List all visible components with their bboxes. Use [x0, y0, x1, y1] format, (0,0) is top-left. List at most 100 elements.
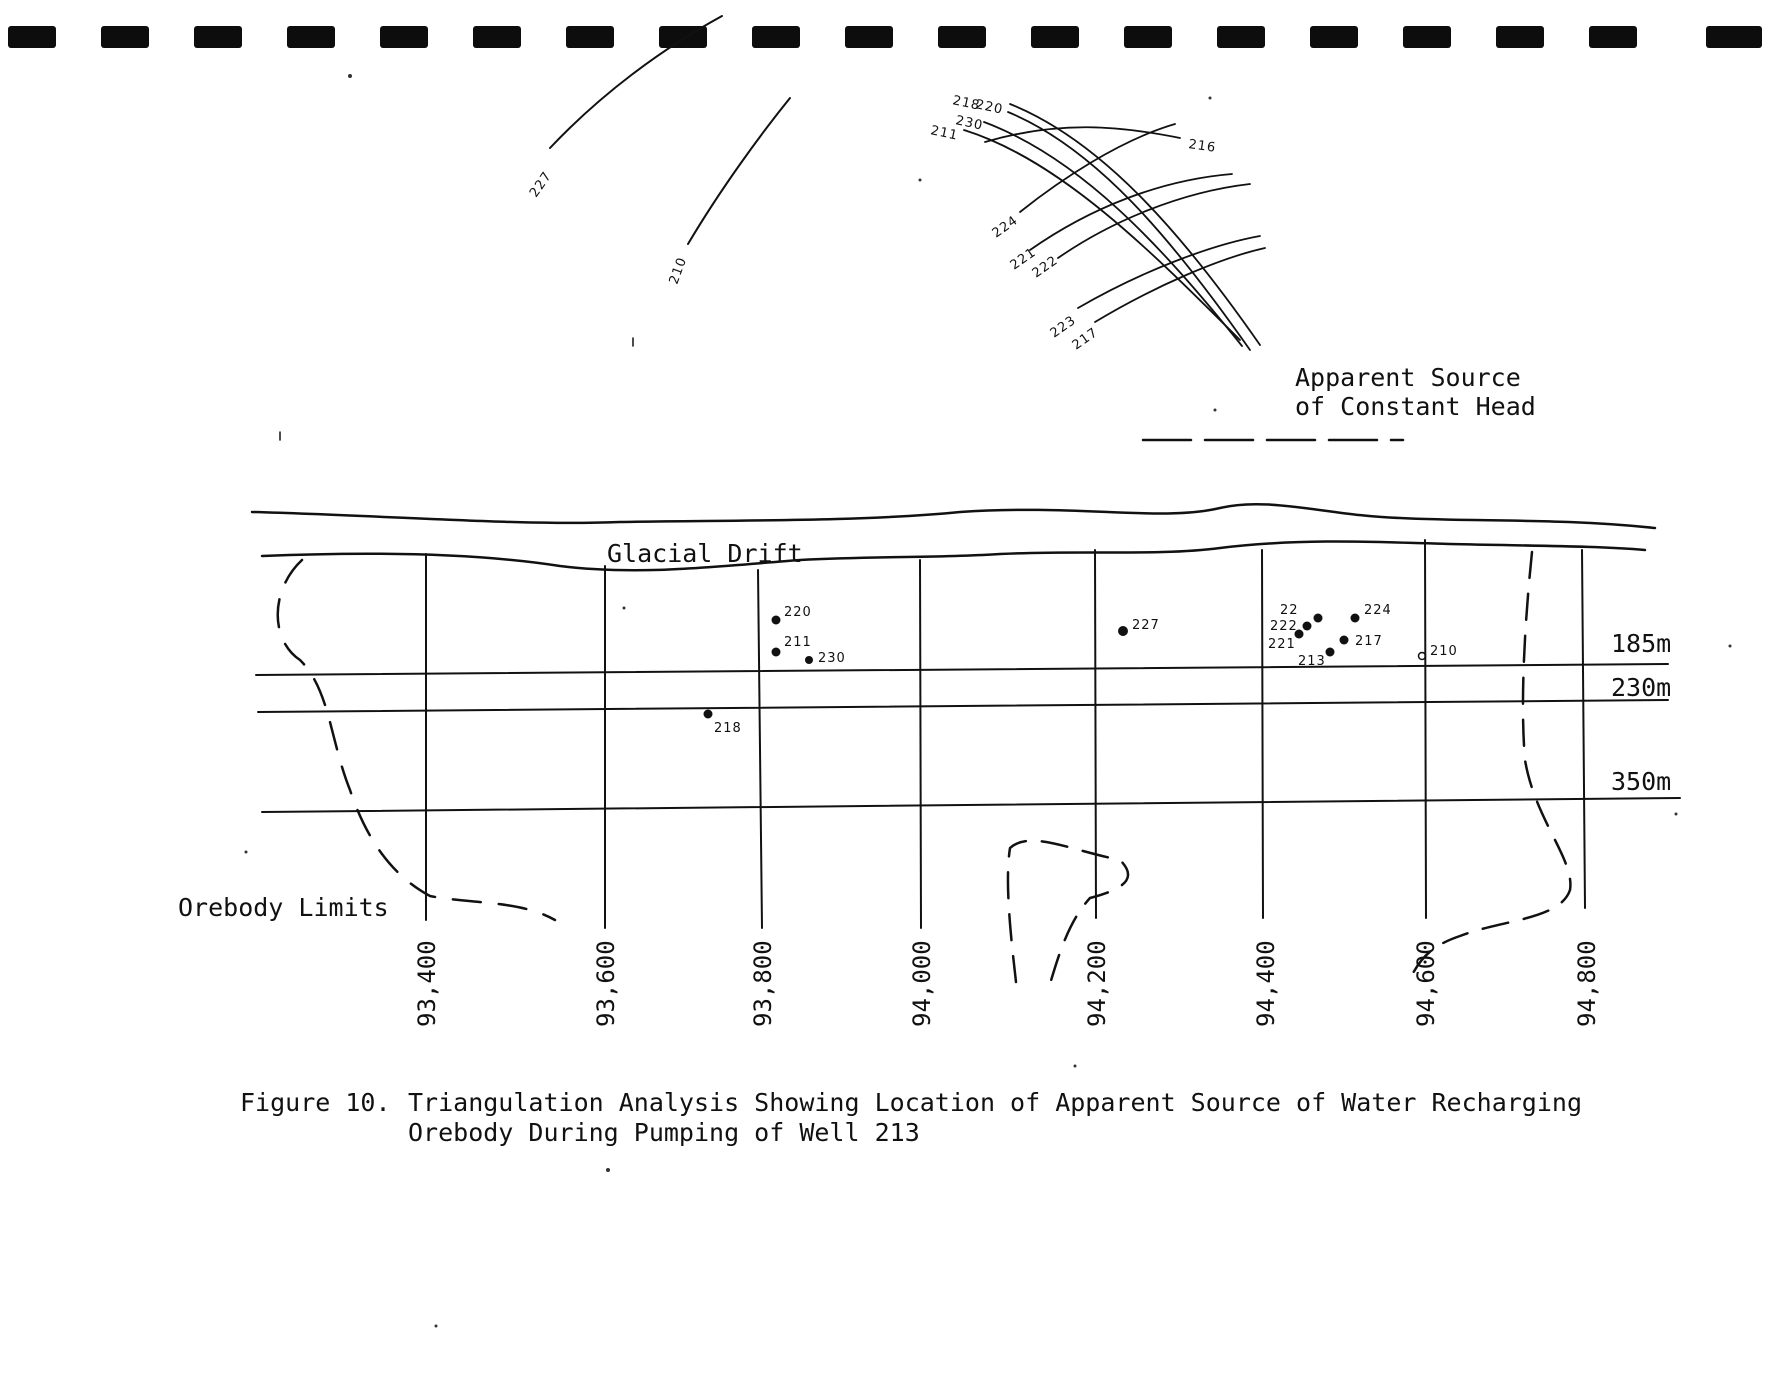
well-label-213: 213 — [1298, 654, 1326, 669]
arc-217 — [1094, 247, 1266, 323]
well-point-22 — [1313, 613, 1323, 623]
orebody-limit-west — [276, 558, 557, 922]
well-label-224: 224 — [1364, 603, 1392, 618]
ground-profile: Glacial Drift — [250, 502, 1657, 572]
arc-224 — [1019, 123, 1176, 213]
well-point-217 — [1339, 635, 1349, 645]
well-point-227 — [1118, 626, 1128, 636]
speck — [622, 606, 626, 610]
depth-line-185m — [255, 663, 1669, 676]
arc-216 — [984, 126, 1181, 143]
orebody-limit-east — [1410, 550, 1572, 977]
depth-line-230m — [257, 699, 1669, 713]
apparent-source-label-line2: of Constant Head — [1295, 392, 1536, 421]
speck — [1073, 1064, 1077, 1068]
depth-lines: 185m 230m 350m — [255, 629, 1681, 813]
easting-label-94400: 94,400 — [1252, 940, 1280, 1027]
depth-label-185m: 185m — [1611, 629, 1671, 658]
well-point-221 — [1294, 629, 1304, 639]
well-label-222: 222 — [1270, 619, 1298, 634]
sprocket-holes — [8, 26, 1762, 48]
apparent-source-label-line1: Apparent Source — [1295, 363, 1521, 392]
speck — [918, 178, 922, 182]
easting-label-93600: 93,600 — [592, 940, 620, 1027]
well-point-218 — [703, 709, 713, 719]
well-point-220 — [771, 615, 781, 625]
speck — [244, 850, 248, 854]
orebody-limit-central — [1006, 839, 1130, 986]
gridline-94600 — [1424, 539, 1427, 919]
depth-label-230m: 230m — [1611, 673, 1671, 702]
well-point-211 — [771, 647, 781, 657]
orebody-limits-label: Orebody Limits — [178, 893, 389, 922]
gridline-94000 — [919, 559, 922, 929]
ground-surface-line — [250, 502, 1657, 530]
gridline-94800 — [1581, 549, 1586, 909]
arc-227 — [549, 15, 723, 149]
apparent-source-annotation: Apparent Source of Constant Head — [1141, 363, 1536, 442]
sprocket-hole — [1706, 26, 1762, 48]
sprocket-hole — [1031, 26, 1079, 48]
triangulation-arcs-isolated: 227 210 — [527, 15, 791, 286]
easting-label-93800: 93,800 — [749, 940, 777, 1027]
triangulation-arcs-cluster: 218 220 230 211 216 224 221 222 223 217 — [929, 93, 1266, 353]
depth-label-350m: 350m — [1611, 767, 1671, 796]
glacial-drift-base-line — [260, 540, 1647, 572]
arc-label-211: 211 — [929, 123, 959, 143]
well-label-220: 220 — [784, 605, 812, 620]
arc-label-230: 230 — [954, 113, 984, 133]
well-label-227: 227 — [1132, 618, 1160, 633]
sprocket-hole — [938, 26, 986, 48]
sprocket-hole — [194, 26, 242, 48]
gridline-94200 — [1094, 549, 1097, 919]
well-label-211: 211 — [784, 635, 812, 650]
arc-label-224: 224 — [990, 213, 1021, 241]
sprocket-hole — [380, 26, 428, 48]
arc-label-227: 227 — [527, 169, 555, 200]
sprocket-hole — [8, 26, 56, 48]
sprocket-hole — [566, 26, 614, 48]
well-label-221: 221 — [1268, 637, 1296, 652]
sprocket-hole — [1403, 26, 1451, 48]
depth-line-350m — [261, 797, 1681, 813]
figure-title-line2: Orebody During Pumping of Well 213 — [408, 1118, 920, 1147]
sprocket-hole — [1310, 26, 1358, 48]
arc-label-218: 218 — [951, 93, 981, 113]
scan-specks — [244, 74, 1732, 1328]
arc-label-220: 220 — [974, 97, 1004, 117]
sprocket-hole — [1124, 26, 1172, 48]
glacial-drift-label: Glacial Drift — [607, 539, 803, 568]
gridline-93800 — [757, 569, 763, 929]
well-label-22: 22 — [1280, 603, 1299, 618]
well-label-210: 210 — [1430, 644, 1458, 659]
sprocket-hole — [473, 26, 521, 48]
speck — [1728, 644, 1732, 648]
arc-211 — [963, 129, 1241, 341]
well-label-217: 217 — [1355, 634, 1383, 649]
well-label-218: 218 — [714, 721, 742, 736]
speck — [1208, 96, 1212, 100]
sprocket-hole — [845, 26, 893, 48]
arc-222 — [1057, 183, 1251, 259]
arc-label-217: 217 — [1070, 325, 1101, 353]
well-point-230 — [805, 656, 813, 664]
easting-axis-labels: 93,400 93,600 93,800 94,000 94,200 94,40… — [413, 940, 1601, 1027]
speck — [1674, 812, 1678, 816]
easting-label-94600: 94,600 — [1412, 940, 1440, 1027]
speck — [606, 1168, 610, 1172]
easting-label-94200: 94,200 — [1083, 940, 1111, 1027]
sprocket-hole — [1496, 26, 1544, 48]
arc-221 — [1029, 173, 1233, 251]
arc-220 — [1007, 111, 1251, 351]
sprocket-hole — [1217, 26, 1265, 48]
figure-number: Figure 10. — [240, 1088, 391, 1117]
well-point-213 — [1325, 647, 1335, 657]
speck — [434, 1324, 438, 1328]
arc-230 — [983, 121, 1243, 347]
arc-label-216: 216 — [1187, 137, 1217, 156]
sprocket-hole — [1589, 26, 1637, 48]
easting-gridlines — [425, 539, 1586, 929]
arc-label-210: 210 — [667, 255, 691, 286]
speck — [1213, 408, 1217, 412]
